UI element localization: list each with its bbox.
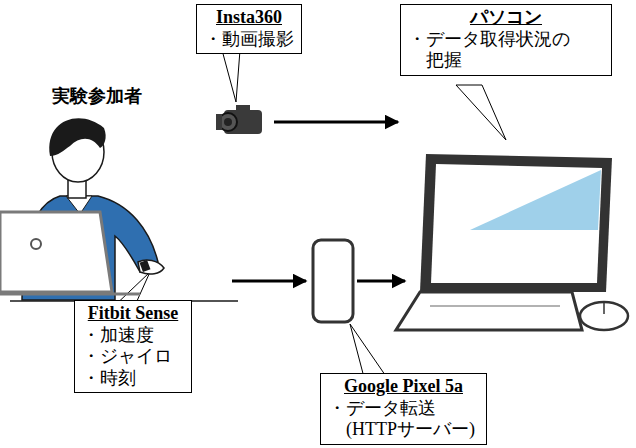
function-item: ・動画撮影 [204,29,294,51]
participant-label: 実験参加者 [52,84,142,108]
device-name: Insta360 [204,7,294,29]
callout-tail [222,50,240,102]
participant-figure [0,118,238,301]
device-name: Google Pixel 5a [328,376,479,398]
callout-tail [456,85,506,140]
smartphone-icon [313,240,353,322]
device-name: Fitbit Sense [82,303,184,325]
pc-callout: パソコン・データ取得状況の 把握 [400,4,612,76]
watch-callout: Fitbit Sense・加速度・ジャイロ・時刻 [74,300,192,393]
function-item: ・加速度 [82,325,184,347]
data-arrow [232,280,306,283]
phone-callout: Google Pixel 5a・データ転送 (HTTPサーバー) [320,373,487,445]
data-arrow [274,121,398,124]
camera-icon [216,105,262,134]
function-item: ・データ転送 (HTTPサーバー) [328,398,479,441]
data-arrow [357,280,405,283]
device-name: パソコン [408,7,604,29]
function-item: ・時刻 [82,368,184,390]
function-item: ・データ取得状況の 把握 [408,29,604,72]
function-item: ・ジャイロ [82,346,184,368]
laptop-icon [396,154,628,330]
camera-callout: Insta360・動画撮影 [196,4,302,54]
